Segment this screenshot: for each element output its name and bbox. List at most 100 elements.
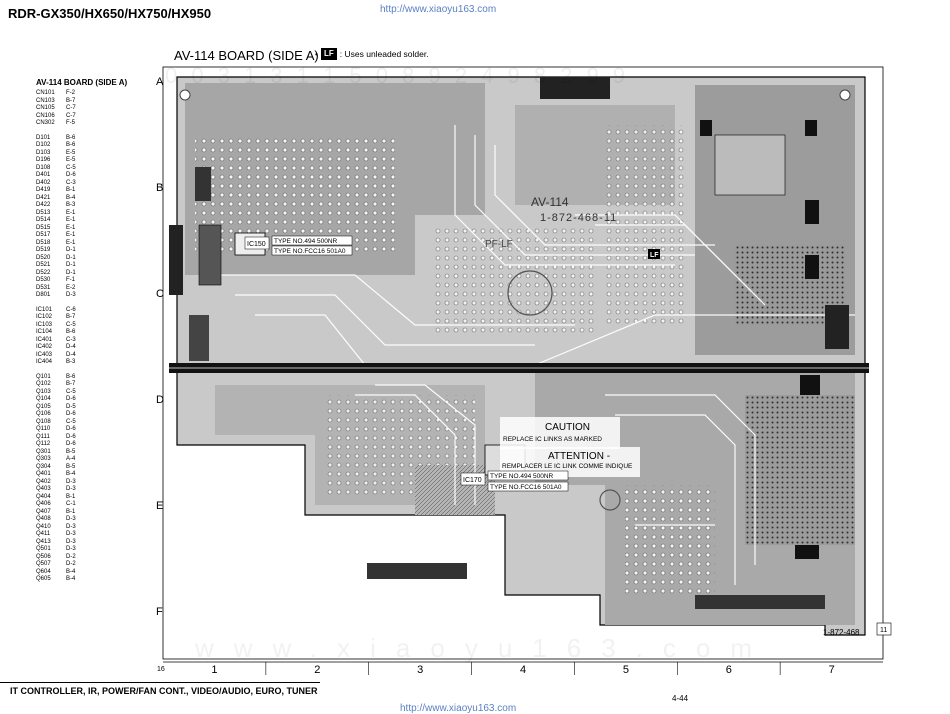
attention-title: ATTENTION - — [548, 451, 610, 462]
legend-ref: Q605 — [36, 576, 51, 582]
legend-location: D-6 — [66, 433, 76, 440]
legend-ref: Q402 — [36, 478, 51, 485]
top-connector — [540, 77, 610, 99]
legend-ref: D422 — [36, 202, 51, 208]
legend-ref: Q501 — [36, 546, 51, 552]
legend-location: E-2 — [66, 284, 76, 291]
watermark-digits: 0 0 3 1 3 1 1 5 0 8 9 2 4 9 8 2 9 9 — [165, 65, 629, 88]
legend-location: D-5 — [66, 403, 76, 410]
legend-location: D-6 — [66, 172, 76, 178]
legend-location: D-1 — [66, 254, 76, 261]
corner-part-number: 1-872-468 — [823, 628, 860, 637]
legend-location: D-3 — [66, 292, 76, 298]
silkscreen-board-name: AV-114 — [531, 195, 569, 209]
legend-ref: Q111 — [36, 433, 50, 440]
legend-location: E-1 — [66, 232, 76, 238]
legend-location: C-5 — [66, 418, 76, 425]
legend-location: D-3 — [66, 523, 76, 530]
legend-ref: D419 — [36, 187, 51, 193]
row-label: C — [156, 288, 164, 300]
row-label: D — [156, 394, 164, 406]
ic150-type1: TYPE NO.494 500NR — [274, 238, 338, 245]
legend-location: C-5 — [66, 164, 76, 171]
legend-location: D-1 — [66, 269, 76, 276]
column-label: 6 — [726, 664, 732, 675]
legend-ref: D531 — [36, 284, 51, 291]
legend-ref: D108 — [36, 164, 51, 171]
legend-location: E-5 — [66, 149, 76, 156]
legend-location: F-5 — [66, 120, 75, 126]
legend-location: B-7 — [66, 97, 76, 104]
legend-location: B-6 — [66, 142, 76, 148]
legend-location: B-5 — [66, 463, 76, 470]
legend-location: C-1 — [66, 501, 76, 507]
legend-row: D522 D-1 — [36, 270, 126, 278]
column-label: 1 — [211, 664, 217, 675]
legend-title: AV-114 BOARD (SIDE A) — [36, 78, 128, 87]
legend-ref: IC102 — [36, 314, 53, 320]
legend-location: D-3 — [66, 478, 76, 485]
legend-ref: D421 — [36, 194, 51, 201]
legend-location: E-5 — [66, 157, 76, 163]
row-label: B — [156, 182, 163, 194]
legend-ref: D519 — [36, 247, 51, 253]
legend-location: D-1 — [66, 247, 76, 253]
legend-ref: Q401 — [36, 471, 51, 477]
source-url-bottom[interactable]: http://www.xiaoyu163.com — [400, 703, 517, 714]
bottom-right-connector — [695, 595, 825, 609]
legend-ref: CN105 — [36, 105, 55, 111]
source-url-top[interactable]: http://www.xiaoyu163.com — [380, 4, 497, 15]
legend-location: D-6 — [66, 396, 76, 402]
legend-ref: Q403 — [36, 486, 51, 492]
legend-ref: IC103 — [36, 321, 53, 328]
legend-ref: CN101 — [36, 90, 55, 96]
legend-location: F-1 — [66, 277, 75, 283]
legend-location: A-4 — [66, 456, 76, 462]
row-label: E — [156, 500, 163, 512]
page-number: 4-44 — [672, 694, 689, 703]
legend-ref: D522 — [36, 269, 51, 276]
legend-ref: IC403 — [36, 351, 53, 358]
legend-location: B-4 — [66, 194, 76, 201]
column-label: 4 — [520, 664, 526, 675]
legend-ref: IC404 — [36, 359, 53, 365]
legend-location: C-3 — [66, 336, 76, 343]
column-label: 3 — [417, 664, 423, 675]
legend-location: D-3 — [66, 516, 76, 522]
legend-ref: D521 — [36, 262, 51, 268]
legend-ref: D401 — [36, 172, 51, 178]
bullet-icon: • — [315, 49, 318, 59]
legend-ref: Q105 — [36, 403, 51, 410]
board-title: AV-114 BOARD (SIDE A) — [174, 48, 319, 63]
legend-location: E-1 — [66, 217, 76, 223]
legend-row: D519 D-1 — [36, 247, 126, 255]
pcb-svg: AV-114 1-872-468-11 PF-LF IC150 TYPE NO.… — [156, 65, 892, 675]
legend-ref: Q408 — [36, 516, 51, 522]
legend-location: B-1 — [66, 508, 76, 515]
legend-ref: Q413 — [36, 538, 51, 545]
